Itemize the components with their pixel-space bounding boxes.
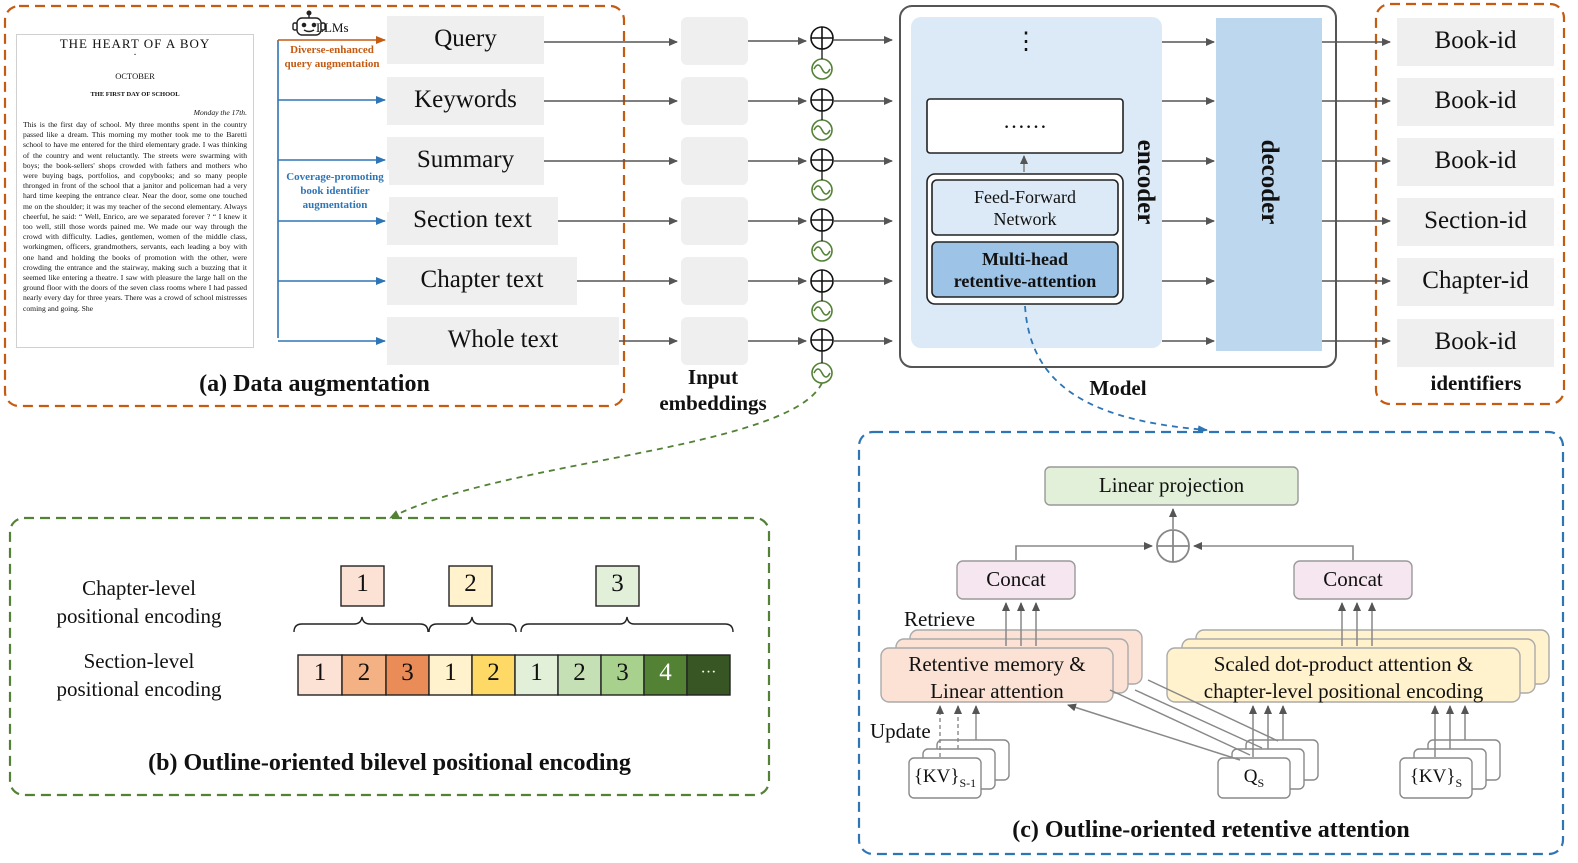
section-box: 4 — [659, 659, 672, 686]
input-box-query — [387, 16, 544, 64]
section-box-ellipsis: ··· — [700, 664, 717, 681]
identifier-boxes — [1397, 18, 1554, 367]
update-label: Update — [870, 719, 931, 743]
encoder-vertical-ellipsis: ⋮ — [1014, 29, 1038, 55]
concat-label-right: Concat — [1323, 567, 1383, 591]
section-box: 1 — [313, 659, 327, 686]
identifiers-label: identifiers — [1430, 371, 1522, 395]
input-to-embedding-arrows — [544, 38, 678, 345]
retentive-attention-title: (c) Outline-oriented retentive attention — [1012, 817, 1410, 843]
q-stack — [1217, 739, 1319, 799]
document-date: Monday the 17th. — [193, 107, 247, 117]
kv-label: {KV}S — [1409, 766, 1463, 790]
plus-icon — [1156, 529, 1190, 563]
document-page: THE HEART OF A BOY · OCTOBER THE FIRST D… — [16, 34, 254, 348]
identifier-4: Chapter-id — [1422, 267, 1529, 294]
scaled-stack — [1166, 629, 1550, 703]
document-title: THE HEART OF A BOY — [59, 36, 211, 51]
section-box: 2 — [487, 659, 500, 686]
section-box: 1 — [444, 659, 457, 686]
augmentation-branches — [277, 36, 386, 345]
document-month: OCTOBER — [115, 71, 155, 82]
input-box-keywords — [387, 77, 544, 125]
data-augmentation-frame — [3, 4, 626, 408]
input-box-whole — [387, 317, 619, 365]
chapter-box-1: 1 — [356, 570, 369, 597]
section-box: 3 — [616, 659, 629, 686]
ffn-box — [931, 179, 1119, 236]
kv-prev-label: {KV}S-1 — [913, 766, 977, 790]
decoder-label: decoder — [1256, 139, 1283, 225]
identifier-3: Section-id — [1424, 207, 1527, 234]
input-section-text: Section text — [413, 206, 532, 233]
kv-prev-stack — [908, 739, 1010, 799]
sine-to-pe-connector — [389, 382, 823, 519]
identifier-5: Book-id — [1434, 328, 1517, 355]
encoder-ellipsis-box — [926, 98, 1124, 154]
linear-projection-box — [1044, 466, 1299, 506]
scaled-attention-label: Scaled dot-product attention &chapter-le… — [1203, 652, 1484, 703]
chapter-boxes — [340, 565, 640, 607]
input-box-summary — [387, 137, 544, 185]
input-query: Query — [434, 25, 497, 52]
positional-encoding-title: (b) Outline-oriented bilevel positional … — [148, 750, 631, 776]
memory-label: Retentive memory &Linear attention — [908, 652, 1086, 703]
retrieve-label: Retrieve — [904, 607, 976, 631]
input-chapter-text: Chapter text — [420, 266, 544, 293]
concat-label-left: Concat — [986, 567, 1046, 591]
section-box: 1 — [530, 659, 543, 686]
section-box: 2 — [357, 659, 371, 686]
input-box-chapter — [387, 257, 577, 305]
positional-add-column — [810, 26, 834, 384]
section-box: 2 — [573, 659, 586, 686]
plus-to-model-arrows — [833, 36, 893, 345]
memory-stack — [880, 629, 1143, 703]
section-box: 3 — [401, 659, 414, 686]
embedding-to-plus-arrows — [748, 37, 807, 345]
mhra-box — [931, 241, 1119, 298]
document-body: This is the first day of school. My thre… — [23, 120, 247, 313]
identifiers-frame — [1374, 2, 1566, 406]
kv-stack — [1399, 739, 1501, 799]
llm-label: LLMs — [316, 20, 349, 35]
input-box-section — [387, 197, 558, 245]
sine-wave-icon — [811, 58, 833, 384]
concat-box-left — [956, 560, 1076, 600]
input-whole-text: Whole text — [447, 326, 559, 353]
encoder-to-decoder-arrows — [1162, 38, 1215, 345]
chapter-box-3: 3 — [611, 570, 624, 597]
retentive-attention-frame — [857, 430, 1565, 856]
chapter-box-2: 2 — [464, 570, 477, 597]
input-summary: Summary — [416, 146, 515, 173]
encoder-horizontal-ellipsis: …… — [1003, 108, 1047, 133]
encoder-label: encoder — [1132, 139, 1159, 225]
robot-icon — [292, 10, 326, 36]
embedding-boxes — [681, 17, 748, 365]
identifier-1: Book-id — [1434, 87, 1517, 114]
chapter-braces — [293, 616, 734, 633]
data-augmentation-title: (a) Data augmentation — [199, 371, 430, 397]
input-boxes — [387, 16, 619, 365]
q-label: QS — [1243, 766, 1265, 790]
document-subtitle: THE FIRST DAY OF SCHOOL — [90, 90, 180, 98]
mhra-to-retentive-connector — [1024, 305, 1208, 434]
identifier-2: Book-id — [1434, 147, 1517, 174]
section-boxes — [297, 654, 731, 696]
concat-box-right — [1293, 560, 1413, 600]
model-label: Model — [1089, 376, 1147, 400]
linear-projection-label: Linear projection — [1098, 473, 1245, 497]
input-keywords: Keywords — [414, 86, 517, 113]
identifier-0: Book-id — [1434, 27, 1517, 54]
decoder-block — [1216, 18, 1322, 351]
decoder-to-identifier-arrows — [1322, 38, 1391, 345]
plus-icon — [810, 26, 834, 352]
